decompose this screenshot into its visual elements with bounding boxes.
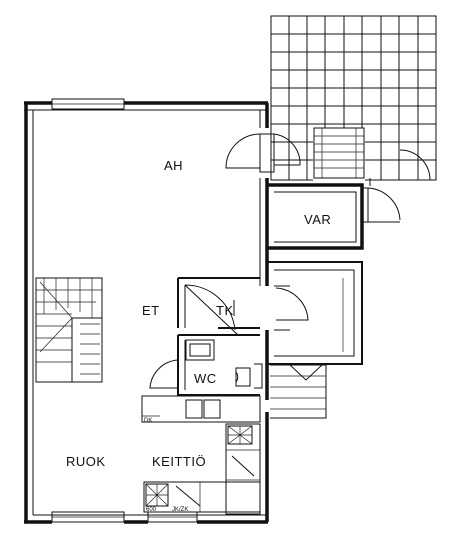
mark-600: 600 [146,507,157,513]
room-label-wc: WC [194,371,217,386]
mark-jkzk: JK/ZK [172,507,188,513]
mark-dk: DK [144,418,152,424]
room-label-et: ET [142,303,160,318]
room-label-keittio: KEITTIÖ [152,454,206,469]
room-label-ruok: RUOK [66,454,106,469]
room-label-ah: AH [164,158,183,173]
wc-room [149,334,263,396]
side-shed [267,261,363,419]
entrance-steps [313,127,365,179]
hall-closet [177,277,260,336]
entrance-door [225,133,301,173]
storage-room [267,149,437,250]
kitchen [141,395,261,515]
exterior-walls [24,101,269,524]
terrace-tile-grid [270,15,437,182]
room-label-tk: TK [216,303,234,318]
room-label-var: VAR [304,212,331,227]
windows [51,98,198,523]
main-staircase [35,277,103,383]
